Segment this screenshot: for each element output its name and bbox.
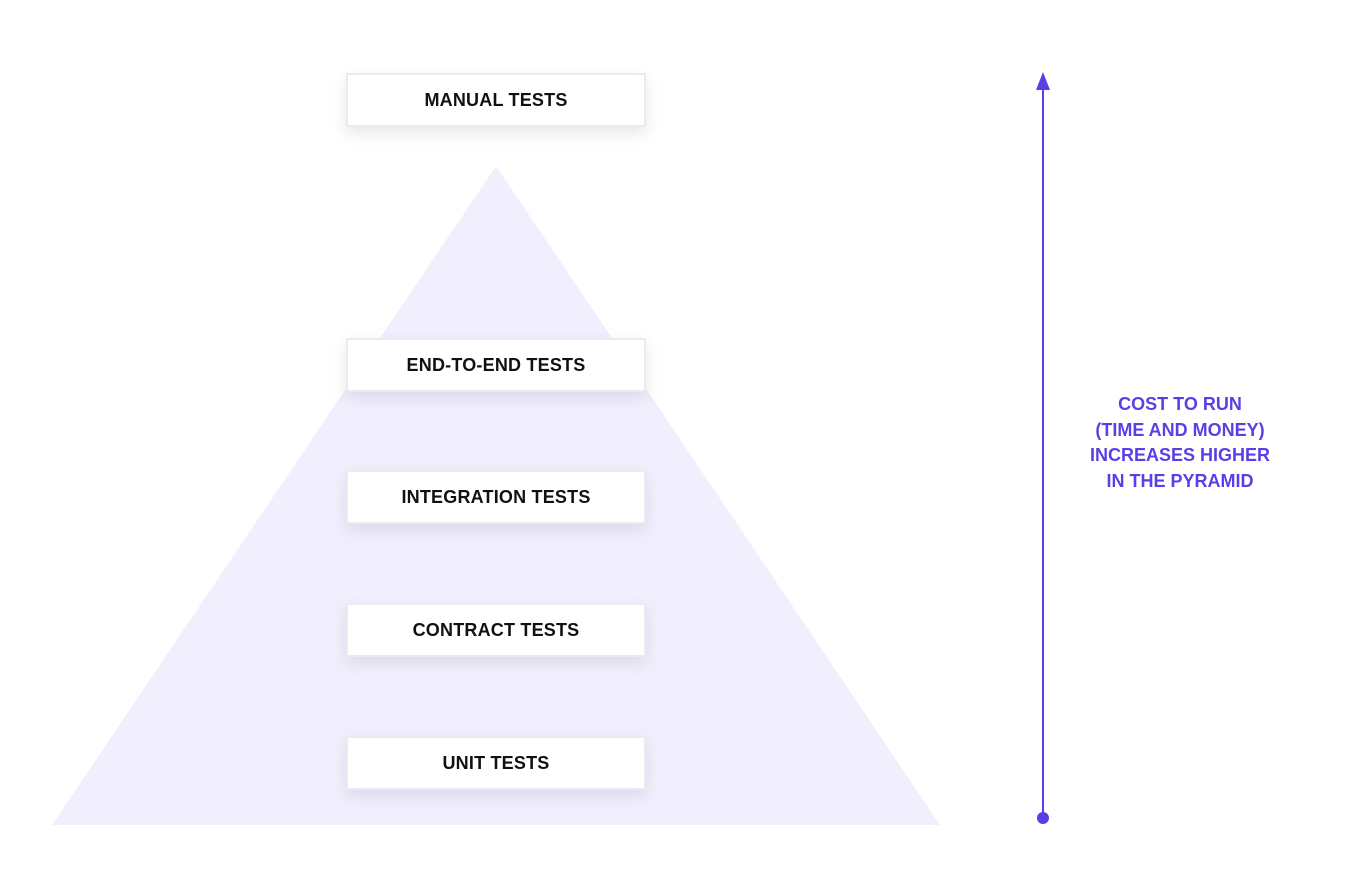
cost-arrow-head-icon: [1036, 72, 1050, 90]
layer-unit-tests: UNIT TESTS: [346, 736, 646, 790]
layer-end-to-end-tests: END-TO-END TESTS: [346, 338, 646, 392]
cost-annotation-line: COST TO RUN: [1118, 394, 1242, 414]
layer-manual-tests: MANUAL TESTS: [346, 73, 646, 127]
cost-arrow-origin-dot: [1037, 812, 1049, 824]
layer-integration-tests: INTEGRATION TESTS: [346, 470, 646, 524]
cost-annotation-line: (TIME AND MONEY): [1095, 419, 1265, 440]
cost-annotation: COST TO RUN (TIME AND MONEY) INCREASES H…: [1075, 392, 1285, 494]
cost-annotation-line: IN THE PYRAMID: [1106, 470, 1254, 491]
layer-contract-tests: CONTRACT TESTS: [346, 603, 646, 657]
cost-annotation-line: INCREASES HIGHER: [1089, 445, 1271, 465]
